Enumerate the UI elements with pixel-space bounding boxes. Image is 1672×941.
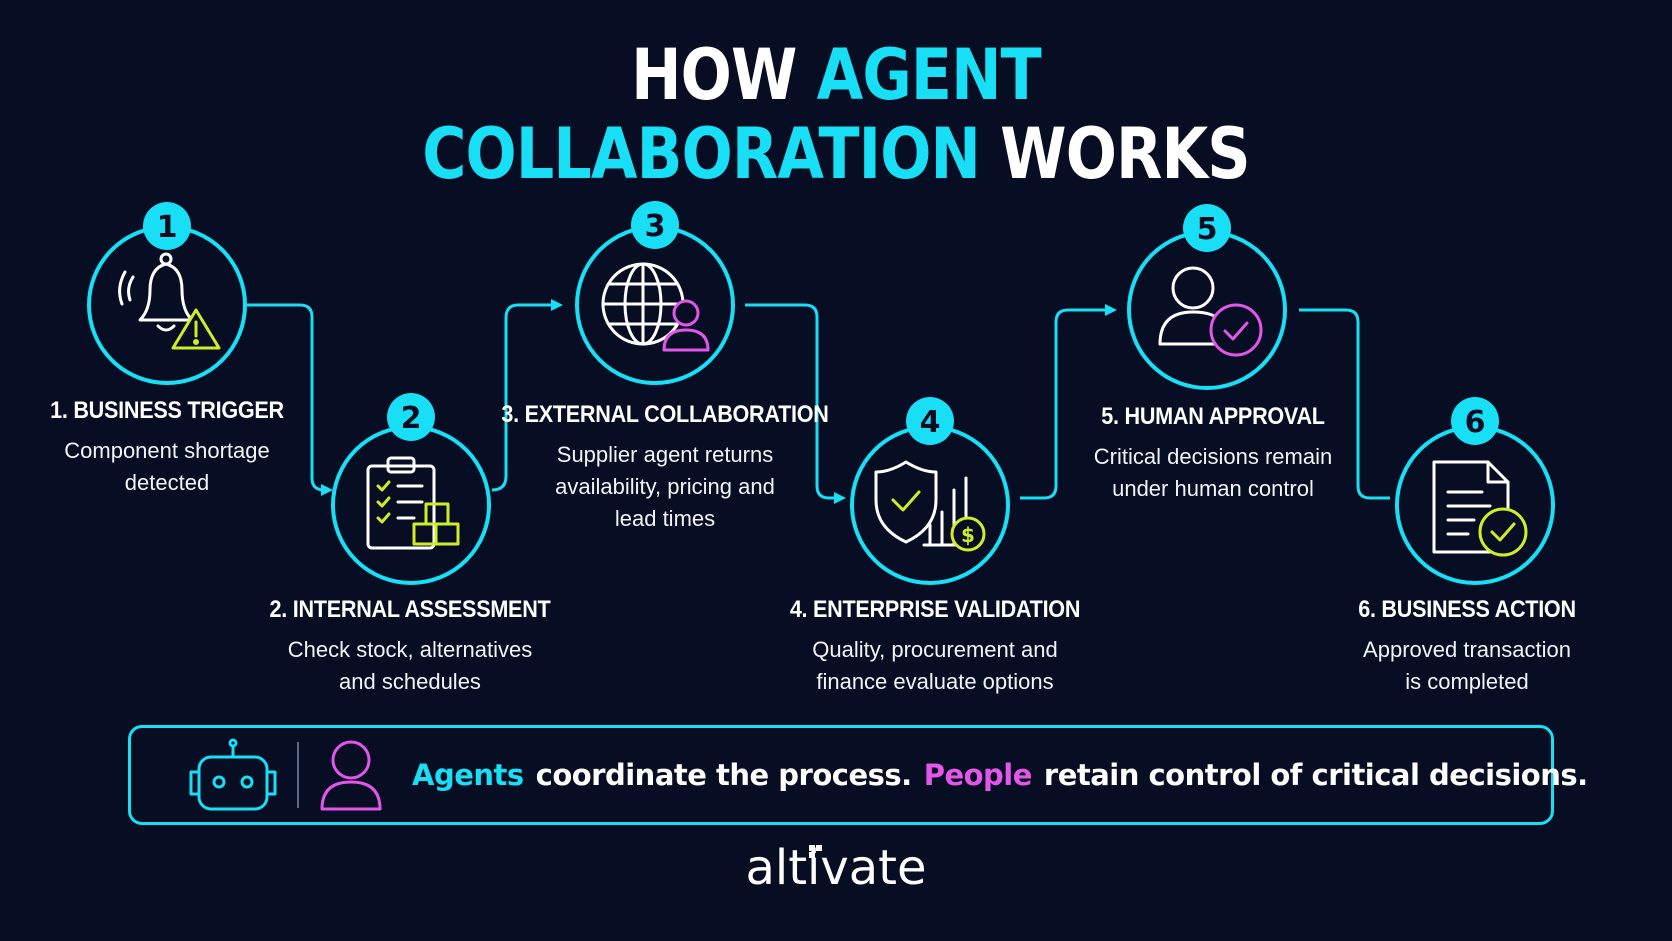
- step-4-heading: 4. ENTERPRISE VALIDATION: [789, 596, 1081, 623]
- banner-part-2: retain control of critical decisions.: [1043, 758, 1588, 792]
- step-4-text: 4. ENTERPRISE VALIDATION Quality, procur…: [725, 596, 1145, 698]
- step-5-heading: 5. HUMAN APPROVAL: [1101, 403, 1325, 430]
- step-4-number: 4: [920, 405, 941, 440]
- robot-icon: [189, 738, 277, 811]
- summary-banner-text: Agents coordinate the process. People retai…: [412, 735, 1600, 815]
- globe-person-icon: [601, 262, 710, 352]
- connector-1-2: [246, 303, 333, 496]
- number-badges: [143, 201, 1499, 445]
- connector-3-4: [745, 303, 846, 504]
- step-3-heading: 3. EXTERNAL COLLABORATION: [501, 401, 829, 428]
- step-2-number: 2: [401, 401, 422, 436]
- step-5-circle: [1127, 230, 1287, 390]
- connector-2-3: [491, 299, 563, 492]
- step-3-number: 3: [645, 209, 666, 244]
- step-4-description: Quality, procurement and finance evaluat…: [812, 637, 1058, 694]
- connector-5-6: [1299, 308, 1390, 500]
- step-1-text: 1. BUSINESS TRIGGER Component shortage d…: [0, 397, 377, 499]
- title-word-works: WORKS: [1000, 113, 1251, 195]
- step-1-circle: [87, 225, 247, 385]
- bell-warning-icon: [118, 252, 221, 350]
- step-2-heading: 2. INTERNAL ASSESSMENT: [269, 596, 551, 623]
- title-word-how: HOW: [631, 34, 797, 116]
- page-title-line-1: HOW AGENT: [117, 35, 1555, 115]
- step-6-number: 6: [1465, 405, 1486, 440]
- step-5-description: Critical decisions remain under human co…: [1093, 444, 1333, 501]
- step-1-description: Component shortage detected: [64, 438, 270, 495]
- clipboard-boxes-icon: [366, 456, 460, 550]
- step-6-text: 6. BUSINESS ACTION Approved transaction …: [1257, 596, 1672, 698]
- document-check-icon: [1432, 460, 1528, 557]
- step-1-heading: 1. BUSINESS TRIGGER: [50, 397, 284, 424]
- person-check-icon: [1158, 266, 1263, 357]
- step-2-text: 2. INTERNAL ASSESSMENT Check stock, alte…: [200, 596, 620, 698]
- banner-people-word: People: [923, 758, 1033, 792]
- altivate-logo: altivate: [745, 840, 927, 896]
- step-6-heading: 6. BUSINESS ACTION: [1358, 596, 1576, 623]
- step-3-text: 3. EXTERNAL COLLABORATION Supplier agent…: [455, 401, 875, 535]
- person-icon: [320, 740, 382, 811]
- title-word-collaboration: COLLABORATION: [422, 113, 981, 195]
- summary-banner: [128, 725, 1554, 825]
- step-1-number: 1: [157, 210, 178, 245]
- step-5-text: 5. HUMAN APPROVAL Critical decisions rem…: [1003, 403, 1423, 505]
- banner-part-1: coordinate the process.: [535, 758, 913, 792]
- step-2-description: Check stock, alternatives and schedules: [287, 637, 533, 694]
- svg-text:$: $: [961, 523, 975, 547]
- connector-4-5: [1020, 304, 1117, 500]
- shield-chart-dollar-icon: $: [874, 460, 986, 552]
- logo-mark: [809, 845, 822, 858]
- banner-agents-word: Agents: [412, 758, 524, 792]
- page-title-line-2: COLLABORATION WORKS: [117, 114, 1555, 194]
- step-5-number: 5: [1197, 212, 1218, 247]
- step-6-description: Approved transaction is completed: [1363, 637, 1571, 694]
- title-word-agent: AGENT: [816, 34, 1042, 116]
- step-3-description: Supplier agent returns availability, pri…: [555, 442, 775, 531]
